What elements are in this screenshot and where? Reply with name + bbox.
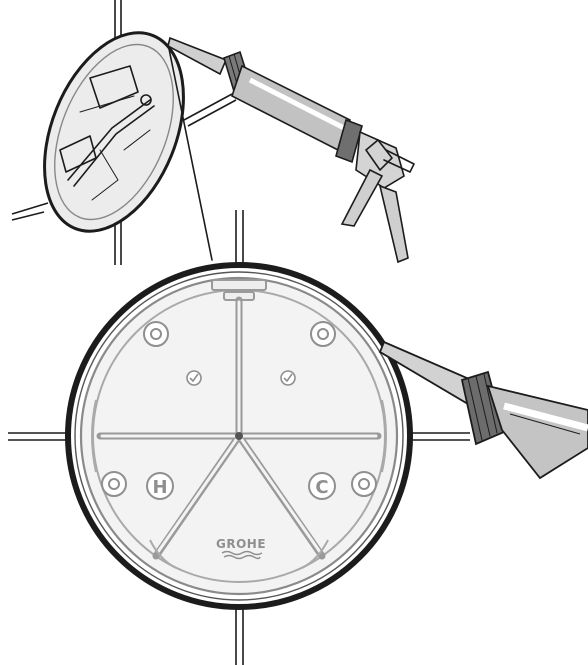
svg-text:H: H [152, 477, 167, 498]
brand-logo: GROHE [216, 537, 266, 560]
side-brackets [91, 399, 387, 569]
screw-hole-right [351, 471, 377, 497]
screw-hole-top-right [310, 321, 336, 347]
level-marks [186, 370, 296, 386]
svg-text:C: C [315, 477, 328, 498]
top-detail-view [11, 0, 415, 265]
hot-symbol: H [146, 472, 174, 500]
cold-symbol: C [308, 472, 336, 500]
seal-ring-inner-edge [74, 271, 404, 601]
leader-line [167, 43, 213, 261]
top-clip [211, 279, 267, 301]
caulking-gun-small [167, 36, 415, 264]
svg-text:GROHE: GROHE [216, 537, 266, 551]
screw-holes [101, 321, 377, 497]
screw-hole-left [101, 471, 127, 497]
screw-hole-top-left [143, 321, 169, 347]
mounting-ring-perspective [43, 31, 185, 233]
tile-joint-lines-top [11, 0, 237, 265]
caulking-gun-large [378, 340, 588, 480]
main-view: H C GROHE [8, 210, 588, 665]
center-hub [235, 432, 243, 440]
tile-joint-lines-main [8, 210, 470, 665]
